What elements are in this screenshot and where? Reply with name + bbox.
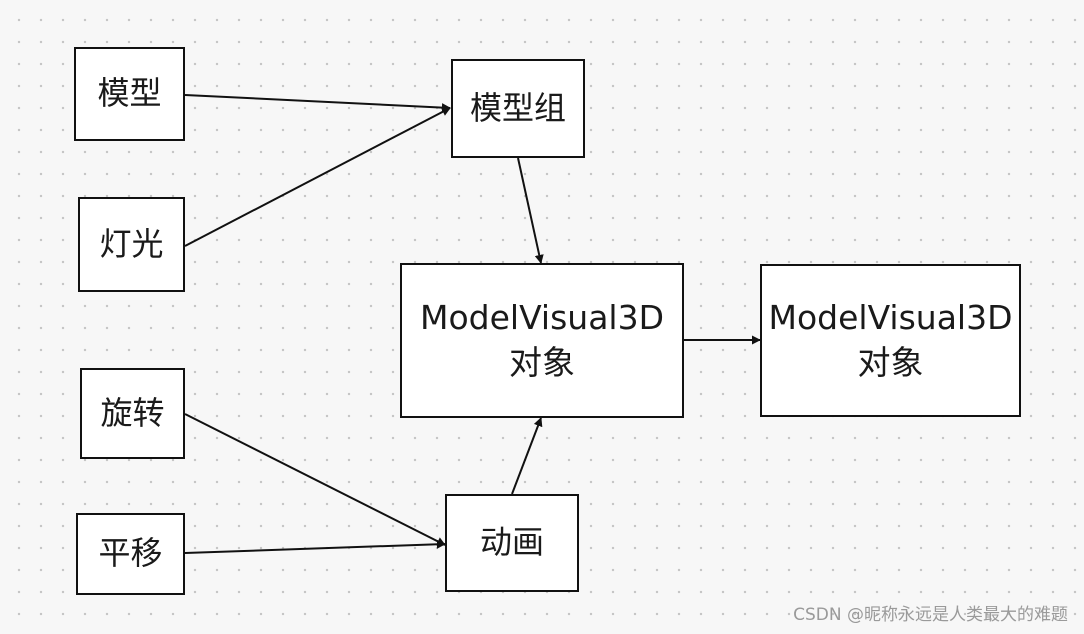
node-rotate[interactable]: 旋转 xyxy=(80,368,185,459)
watermark-text: CSDN @昵称永远是人类最大的难题 xyxy=(793,605,1068,625)
node-light-label: 灯光 xyxy=(99,224,164,263)
node-modelvisual3d-main-line1: ModelVisual3D xyxy=(419,297,664,337)
node-animation-label: 动画 xyxy=(479,523,544,562)
node-model-label: 模型 xyxy=(97,74,162,113)
node-model[interactable]: 模型 xyxy=(74,47,185,141)
node-rotate-label: 旋转 xyxy=(100,393,165,432)
edge-model-to-model-group xyxy=(184,94,451,113)
node-modelvisual3d-child-line1: ModelVisual3D xyxy=(768,297,1013,337)
node-modelvisual3d-child[interactable]: ModelVisual3D 对象 xyxy=(760,264,1021,417)
edge-translate-to-animation xyxy=(184,539,446,554)
node-translate[interactable]: 平移 xyxy=(76,513,185,595)
edge-rotate-to-animation xyxy=(184,413,446,546)
node-model-group[interactable]: 模型组 xyxy=(451,59,585,158)
node-modelvisual3d-child-line2: 对象 xyxy=(857,342,924,382)
node-modelvisual3d-main[interactable]: ModelVisual3D 对象 xyxy=(400,263,684,418)
node-model-group-label: 模型组 xyxy=(469,88,566,127)
edge-model-group-to-modelvisual3d xyxy=(517,157,544,264)
node-light[interactable]: 灯光 xyxy=(78,197,185,292)
edge-animation-to-modelvisual3d xyxy=(511,417,543,495)
node-modelvisual3d-main-line2: 对象 xyxy=(509,342,575,382)
node-animation[interactable]: 动画 xyxy=(445,494,579,592)
edge-light-to-model-group xyxy=(184,107,451,247)
node-translate-label: 平移 xyxy=(98,534,163,573)
